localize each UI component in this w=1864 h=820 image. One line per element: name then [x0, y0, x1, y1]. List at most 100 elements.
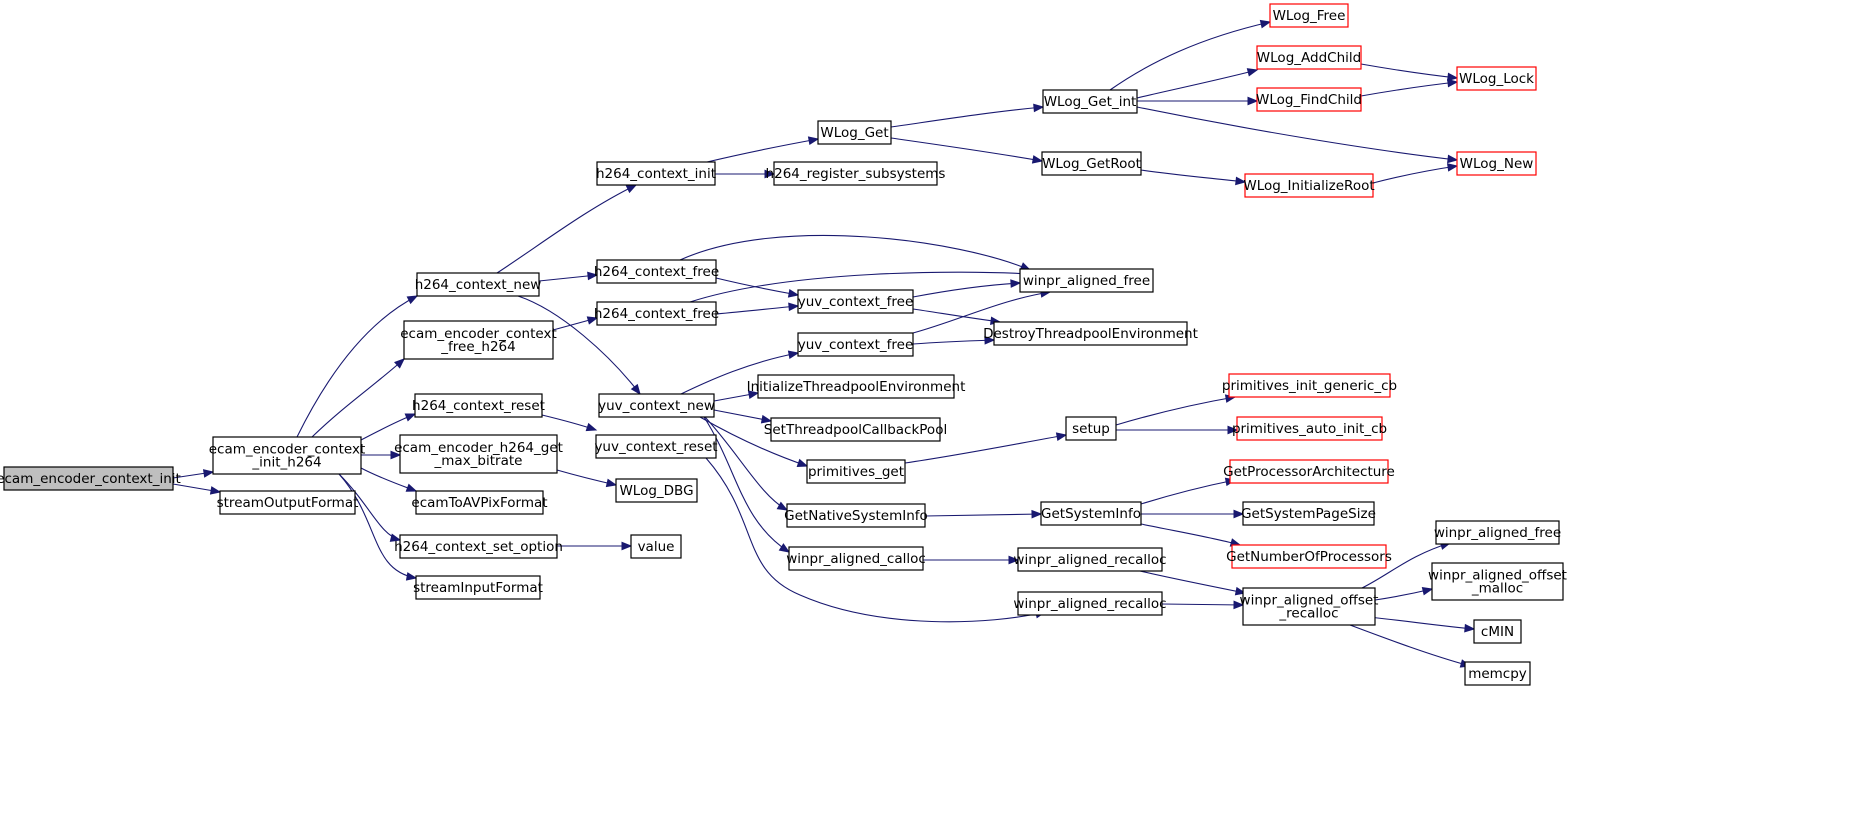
node-box[interactable]	[1231, 544, 1387, 569]
node-WLog_Get_int[interactable]: WLog_Get_int	[1042, 89, 1138, 114]
node-box[interactable]	[817, 120, 892, 145]
node-box[interactable]	[806, 459, 906, 484]
node-ecamToAVPixFormat[interactable]: ecamToAVPixFormat	[411, 490, 548, 515]
node-cMIN[interactable]: cMIN	[1473, 619, 1522, 644]
node-ecam_encoder_context_init[interactable]: ecam_encoder_context_init	[0, 466, 181, 491]
node-box[interactable]	[786, 503, 926, 528]
node-box[interactable]	[1464, 661, 1531, 686]
node-box[interactable]	[1019, 268, 1154, 293]
node-box[interactable]	[770, 417, 941, 442]
node-box[interactable]	[1040, 501, 1142, 526]
node-yuv_context_free_b[interactable]: yuv_context_free	[797, 332, 914, 357]
node-winpr_aligned_offset_malloc[interactable]: winpr_aligned_offset_malloc	[1428, 562, 1567, 601]
node-box[interactable]	[773, 161, 938, 186]
node-box[interactable]	[598, 393, 715, 418]
node-box[interactable]	[993, 321, 1188, 346]
node-box[interactable]	[1256, 87, 1362, 112]
node-box[interactable]	[212, 436, 362, 475]
node-box[interactable]	[1229, 459, 1389, 484]
node-value[interactable]: value	[630, 534, 682, 559]
node-primitives_auto_init_cb[interactable]: primitives_auto_init_cb	[1232, 416, 1387, 441]
node-WLog_GetRoot[interactable]: WLog_GetRoot	[1041, 151, 1142, 176]
node-box[interactable]	[595, 434, 717, 459]
node-box[interactable]	[596, 301, 717, 326]
node-memcpy[interactable]: memcpy	[1464, 661, 1531, 686]
node-box[interactable]	[1065, 416, 1117, 441]
node-winpr_aligned_free_a[interactable]: winpr_aligned_free	[1019, 268, 1154, 293]
node-box[interactable]	[1473, 619, 1522, 644]
node-WLog_Lock[interactable]: WLog_Lock	[1456, 66, 1537, 91]
node-DestroyThreadpoolEnvironment[interactable]: DestroyThreadpoolEnvironment	[983, 321, 1198, 346]
node-box[interactable]	[630, 534, 682, 559]
node-box[interactable]	[415, 575, 541, 600]
node-winpr_aligned_free_b[interactable]: winpr_aligned_free	[1434, 520, 1561, 545]
node-winpr_aligned_recalloc_b[interactable]: winpr_aligned_recalloc	[1013, 591, 1167, 616]
node-h264_context_reset[interactable]: h264_context_reset	[412, 393, 545, 418]
node-box[interactable]	[1017, 547, 1163, 572]
node-box[interactable]	[797, 289, 914, 314]
node-yuv_context_reset[interactable]: yuv_context_reset	[594, 434, 718, 459]
node-box[interactable]	[1456, 151, 1537, 176]
node-GetSystemInfo[interactable]: GetSystemInfo	[1040, 501, 1142, 526]
node-box[interactable]	[1041, 151, 1142, 176]
node-GetNumberOfProcessors[interactable]: GetNumberOfProcessors	[1226, 544, 1392, 569]
node-h264_register_subsystems[interactable]: h264_register_subsystems	[766, 161, 946, 186]
node-box[interactable]	[399, 434, 558, 474]
node-box[interactable]	[1228, 373, 1391, 398]
node-box[interactable]	[399, 534, 558, 559]
node-box[interactable]	[1244, 173, 1374, 198]
node-box[interactable]	[416, 272, 540, 297]
node-box[interactable]	[757, 374, 955, 399]
node-h264_context_set_option[interactable]: h264_context_set_option	[394, 534, 563, 559]
node-box[interactable]	[1242, 501, 1375, 526]
node-box[interactable]	[596, 161, 716, 186]
node-box[interactable]	[1435, 520, 1560, 545]
node-box[interactable]	[1042, 89, 1138, 114]
node-box[interactable]	[415, 490, 544, 515]
node-GetProcessorArchitecture[interactable]: GetProcessorArchitecture	[1223, 459, 1395, 484]
node-GetNativeSystemInfo[interactable]: GetNativeSystemInfo	[784, 503, 928, 528]
node-primitives_init_generic_cb[interactable]: primitives_init_generic_cb	[1222, 373, 1397, 398]
node-box[interactable]	[1236, 416, 1383, 441]
node-primitives_get[interactable]: primitives_get	[806, 459, 906, 484]
node-WLog_FindChild[interactable]: WLog_FindChild	[1256, 87, 1362, 112]
node-h264_context_free_b[interactable]: h264_context_free	[594, 301, 719, 326]
node-SetThreadpoolCallbackPool[interactable]: SetThreadpoolCallbackPool	[764, 417, 947, 442]
node-WLog_Get[interactable]: WLog_Get	[817, 120, 892, 145]
node-InitializeThreadpoolEnvironment[interactable]: InitializeThreadpoolEnvironment	[747, 374, 966, 399]
node-h264_context_free_a[interactable]: h264_context_free	[594, 259, 719, 284]
node-h264_context_init[interactable]: h264_context_init	[596, 161, 716, 186]
node-WLog_Free[interactable]: WLog_Free	[1269, 3, 1349, 28]
node-winpr_aligned_offset_recalloc[interactable]: winpr_aligned_offset_recalloc	[1240, 587, 1379, 626]
node-winpr_aligned_recalloc_a[interactable]: winpr_aligned_recalloc	[1013, 547, 1167, 572]
node-h264_context_new[interactable]: h264_context_new	[415, 272, 542, 297]
node-setup[interactable]: setup	[1065, 416, 1117, 441]
node-yuv_context_new[interactable]: yuv_context_new	[598, 393, 715, 418]
node-box[interactable]	[596, 259, 717, 284]
node-box[interactable]	[788, 546, 924, 571]
node-box[interactable]	[3, 466, 174, 491]
node-ecam_encoder_h264_get_max_bitrate[interactable]: ecam_encoder_h264_get_max_bitrate	[394, 434, 563, 474]
node-winpr_aligned_calloc[interactable]: winpr_aligned_calloc	[786, 546, 926, 571]
node-box[interactable]	[797, 332, 914, 357]
node-WLog_DBG[interactable]: WLog_DBG	[615, 478, 698, 503]
node-box[interactable]	[615, 478, 698, 503]
node-box[interactable]	[219, 490, 356, 515]
node-streamOutputFormat[interactable]: streamOutputFormat	[217, 490, 359, 515]
node-box[interactable]	[1431, 562, 1564, 601]
node-streamInputFormat[interactable]: streamInputFormat	[413, 575, 543, 600]
node-box[interactable]	[414, 393, 543, 418]
node-box[interactable]	[1269, 3, 1349, 28]
node-WLog_InitializeRoot[interactable]: WLog_InitializeRoot	[1243, 173, 1375, 198]
node-box[interactable]	[1242, 587, 1376, 626]
node-box[interactable]	[1456, 66, 1537, 91]
node-box[interactable]	[403, 320, 554, 360]
node-GetSystemPageSize[interactable]: GetSystemPageSize	[1241, 501, 1376, 526]
node-ecam_encoder_context_free_h264[interactable]: ecam_encoder_context_free_h264	[400, 320, 557, 360]
node-yuv_context_free_a[interactable]: yuv_context_free	[797, 289, 914, 314]
node-WLog_AddChild[interactable]: WLog_AddChild	[1256, 45, 1362, 70]
node-WLog_New[interactable]: WLog_New	[1456, 151, 1537, 176]
node-box[interactable]	[1256, 45, 1362, 70]
node-box[interactable]	[1017, 591, 1163, 616]
node-ecam_encoder_context_init_h264[interactable]: ecam_encoder_context_init_h264	[209, 436, 366, 475]
